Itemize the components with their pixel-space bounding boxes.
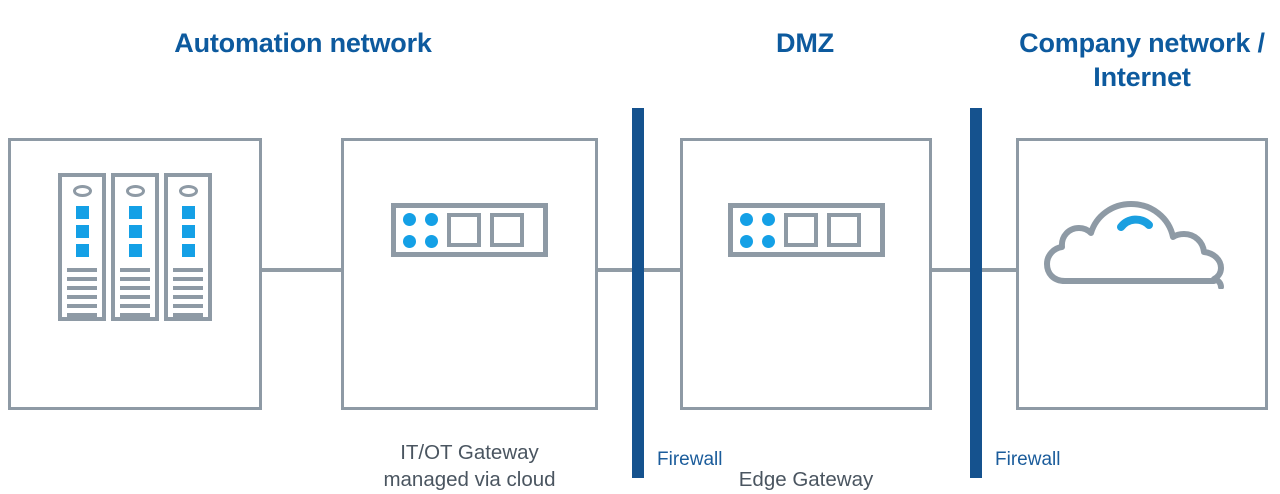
vent-line: [67, 304, 97, 308]
ethernet-port-icon: [447, 213, 481, 247]
vent-line: [120, 286, 150, 290]
ethernet-port-icon: [490, 213, 524, 247]
vent-line: [120, 268, 150, 272]
vent-line: [173, 286, 203, 290]
zone-title-company-network-internet: Company network / Internet: [1019, 28, 1265, 92]
vent-line: [67, 286, 97, 290]
zone-title-automation-network: Automation network: [174, 28, 432, 58]
firewall-bar-1: [632, 108, 644, 478]
vent-line: [120, 295, 150, 299]
vent-lines: [120, 268, 150, 317]
vent-line: [173, 268, 203, 272]
vent-line: [173, 304, 203, 308]
led-dot: [403, 212, 416, 226]
firewall-label-2: Firewall: [995, 449, 1061, 470]
led-stack: [128, 206, 142, 257]
led-indicator: [75, 225, 89, 238]
node-box-itot-gateway: IT/OT Gateway managed via cloud or indep…: [341, 138, 598, 491]
led-stack: [75, 206, 89, 257]
led-dot: [425, 212, 438, 226]
circle-icon: [72, 185, 92, 197]
vent-line: [67, 313, 97, 317]
node-box-device: Device: [8, 138, 262, 410]
gateway-icon-wrapper: [344, 203, 595, 257]
vent-line: [120, 304, 150, 308]
led-indicator: [128, 244, 142, 257]
rack-device-icon-wrapper: [11, 173, 259, 321]
gateway-icon: [727, 203, 885, 257]
led-indicator: [128, 225, 142, 238]
firewall-bar-2: [970, 108, 982, 478]
led-stack: [181, 206, 195, 257]
vent-line: [120, 313, 150, 317]
vent-line: [67, 277, 97, 281]
firewall-label-1: Firewall: [657, 449, 723, 470]
led-dot: [739, 212, 753, 226]
node-box-cloud: Cloud: [1016, 138, 1268, 410]
led-dot: [761, 212, 775, 226]
circle-icon: [125, 185, 145, 197]
vent-line: [120, 277, 150, 281]
led-dot: [761, 234, 775, 248]
led-indicator: [181, 244, 195, 257]
led-indicator: [128, 206, 142, 219]
rack-device-icon: [58, 173, 212, 321]
cloud-icon: [1044, 201, 1224, 289]
led-indicator: [181, 206, 195, 219]
ethernet-port-icon: [826, 213, 861, 247]
zone-title-dmz: DMZ: [776, 28, 834, 58]
vent-lines: [173, 268, 203, 317]
cloud-icon-wrapper: [1019, 189, 1265, 289]
node-caption-itot-gateway: IT/OT Gateway managed via cloud or indep…: [383, 441, 556, 491]
vent-line: [173, 313, 203, 317]
node-box-edge-gateway: Edge Gateway managed via cloud: [680, 138, 932, 491]
gateway-icon: [391, 203, 548, 257]
cloud-accent-arc-icon: [1117, 215, 1153, 231]
rack-module: [164, 173, 212, 321]
gateway-icon-wrapper: [683, 203, 929, 257]
vent-lines: [67, 268, 97, 317]
vent-line: [173, 295, 203, 299]
circle-icon: [178, 185, 198, 197]
node-caption-edge-gateway: Edge Gateway managed via cloud: [738, 468, 874, 491]
led-dot: [739, 234, 753, 248]
led-dot: [403, 234, 416, 248]
cloud-outline-path: [1044, 201, 1224, 289]
led-indicator: [75, 206, 89, 219]
led-dot: [425, 234, 438, 248]
rack-module: [111, 173, 159, 321]
led-indicator: [75, 244, 89, 257]
ethernet-port-icon: [783, 213, 818, 247]
gateway-led-grid: [739, 212, 775, 248]
rack-module: [58, 173, 106, 321]
connector-device-to-itot-gateway: [259, 268, 345, 272]
vent-line: [67, 295, 97, 299]
led-indicator: [181, 225, 195, 238]
vent-line: [67, 268, 97, 272]
gateway-led-grid: [403, 212, 438, 248]
vent-line: [173, 277, 203, 281]
